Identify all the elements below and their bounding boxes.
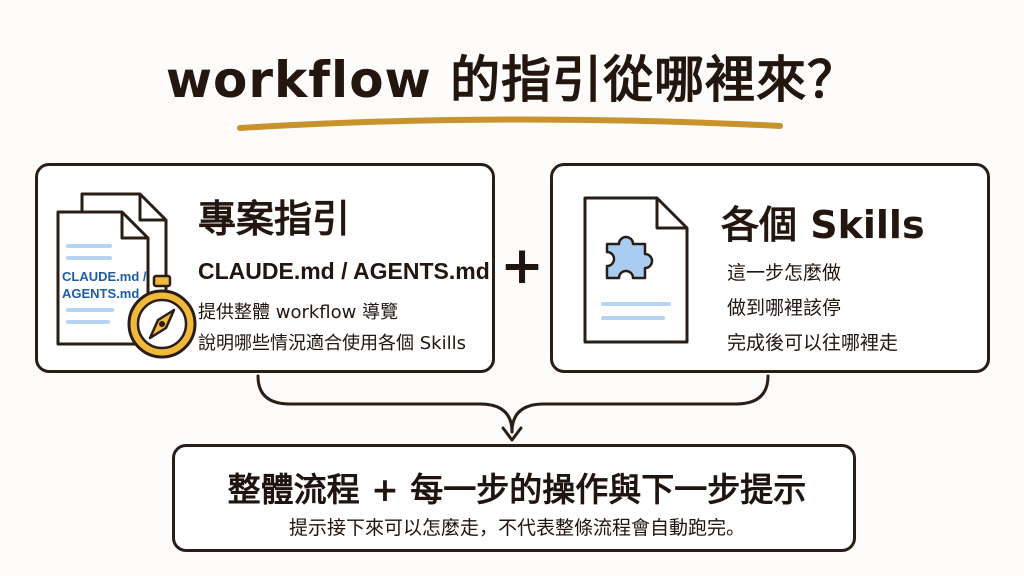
summary-note: 提示接下來可以怎麼走，不代表整條流程會自動跑完。 xyxy=(288,517,745,539)
skills-line-1: 這一步怎麼做 xyxy=(727,262,842,284)
document-stack-icon xyxy=(56,192,168,346)
skills-line-3: 完成後可以往哪裡走 xyxy=(727,332,899,354)
skills-line-2: 做到哪裡該停 xyxy=(727,297,842,319)
summary-card: 整體流程 + 每一步的操作與下一步提示 提示接下來可以怎麼走，不代表整條流程會自… xyxy=(172,444,856,552)
puzzle-document-icon xyxy=(583,196,689,344)
project-guide-line-2: 說明哪些情況適合使用各個 Skills xyxy=(198,333,466,354)
doc-label-line-2: AGENTS.md xyxy=(62,286,140,301)
plus-sign: + xyxy=(500,236,544,296)
skills-card: 各個 Skills 這一步怎麼做 做到哪裡該停 完成後可以往哪裡走 xyxy=(550,163,990,373)
page-title: workflow 的指引從哪裡來？ xyxy=(165,51,859,109)
doc-label-line-1: CLAUDE.md / xyxy=(62,269,147,284)
project-guide-title: 專案指引 xyxy=(198,197,351,241)
compass-icon xyxy=(127,274,197,359)
project-guide-line-1: 提供整體 workflow 導覽 xyxy=(198,302,399,323)
project-guide-subtitle: CLAUDE.md / AGENTS.md xyxy=(198,258,490,284)
skills-title: 各個 Skills xyxy=(721,203,925,247)
project-guide-card: CLAUDE.md / AGENTS.md 專案指引 CLAUDE.md / A… xyxy=(35,163,495,373)
summary-title: 整體流程 + 每一步的操作與下一步提示 xyxy=(227,470,807,509)
